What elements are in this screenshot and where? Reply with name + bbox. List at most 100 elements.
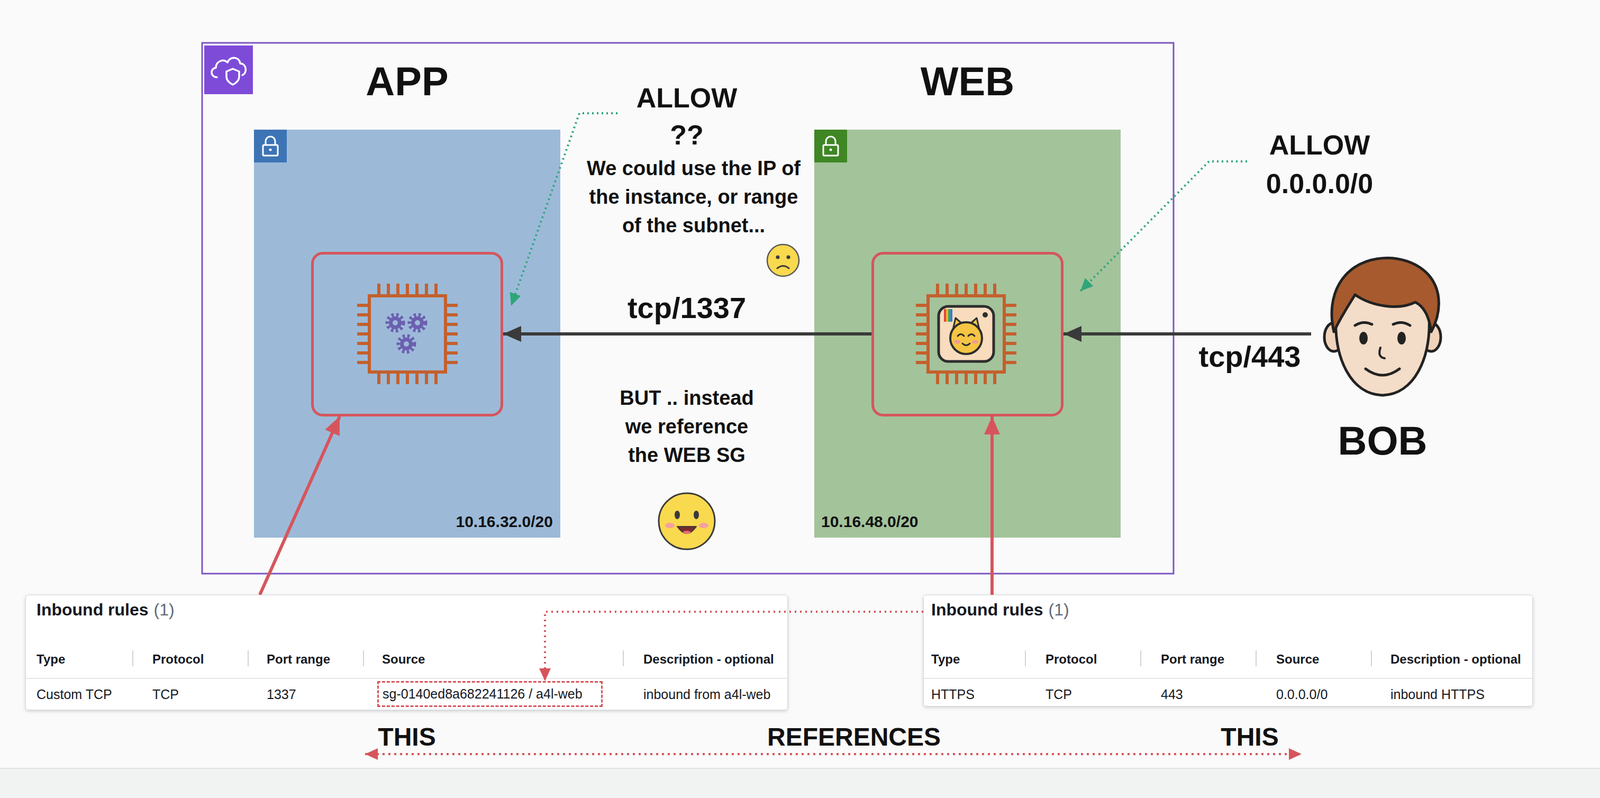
subnet-box: APP10.16.32.0/20: [253, 129, 561, 538]
table-title: Inbound rules: [36, 599, 149, 620]
leader-line: [1080, 161, 1248, 292]
edge-label: tcp/1337: [627, 291, 747, 325]
text-slot: Type: [931, 651, 960, 667]
subnet-heading: WEB: [920, 61, 1015, 102]
text-slot: (1): [1048, 599, 1070, 620]
column-header: Protocol: [1045, 651, 1097, 667]
text-slot: Port range: [1160, 651, 1225, 667]
table-cell: TCP: [1045, 686, 1072, 703]
note-text: THIS: [1220, 722, 1279, 751]
person-node: BOB: [1311, 248, 1454, 471]
text-slot: inbound from a4l-web: [643, 686, 771, 703]
table-cell: inbound from a4l-web: [643, 686, 771, 703]
text-slot: inbound HTTPS: [1390, 686, 1485, 703]
edge-label-slot: tcp/443: [1198, 340, 1302, 374]
text-slot: 0.0.0.0/0: [1276, 686, 1328, 703]
note-slot: ALLOW 0.0.0.0/0: [1253, 125, 1386, 204]
table-cell: HTTPS: [931, 686, 975, 703]
text-slot: TCP: [1045, 686, 1072, 703]
note-slot: BUT .. instead we reference the WEB SG: [615, 383, 759, 470]
text-slot: Protocol: [152, 651, 204, 667]
table-cell: 443: [1160, 686, 1184, 703]
subnet-cidr: 10.16.32.0/20: [455, 512, 553, 532]
subnet-lock-icon: [814, 129, 848, 163]
instance-chip-icon: [362, 289, 452, 379]
subnet-heading: APP: [365, 61, 449, 102]
edge-label-slot: tcp/1337: [627, 291, 747, 325]
text-slot: 10.16.32.0/20: [455, 512, 553, 532]
text-slot: Source: [382, 651, 425, 667]
text-slot: BOB: [1311, 420, 1454, 461]
note-slot: THIS: [1220, 722, 1279, 751]
column-header: Source: [1276, 651, 1320, 667]
traffic-arrow: [503, 332, 872, 336]
reference-arrow: [544, 611, 924, 681]
instance-chip-icon: [921, 289, 1011, 379]
table-cell: inbound HTTPS: [1390, 686, 1485, 703]
column-separators: [132, 650, 1372, 667]
table-cell: 1337: [266, 686, 297, 703]
text-slot: Description - optional: [643, 651, 775, 667]
column-header: Type: [36, 651, 66, 667]
instance-box: [311, 251, 504, 417]
text-slot: 10.16.48.0/20: [821, 512, 919, 532]
column-header: Type: [931, 651, 960, 667]
text-slot: APP: [253, 61, 561, 102]
text-slot: Inbound rules: [931, 599, 1044, 620]
column-header: Port range: [1160, 651, 1225, 667]
column-header: Port range: [266, 651, 331, 667]
table-cell: Custom TCP: [36, 686, 113, 703]
text-slot: Protocol: [1045, 651, 1097, 667]
rules-table: Inbound rules(1) Type Protocol Port range So…: [25, 594, 788, 711]
note-slot: We could use the IP of the instance, or …: [582, 153, 805, 240]
table-cell: 0.0.0.0/0: [1276, 686, 1328, 703]
note-slot: ALLOW ??: [628, 79, 745, 154]
bottom-bar: [0, 768, 1600, 798]
note-text: ALLOW 0.0.0.0/0: [1253, 125, 1386, 204]
note-text: We could use the IP of the instance, or …: [582, 153, 805, 240]
text-slot: 1337: [266, 686, 297, 703]
note-text: ALLOW ??: [628, 79, 745, 154]
table-title: Inbound rules: [931, 599, 1044, 620]
rules-table: Inbound rules(1) Type Protocol Port range So…: [923, 594, 1533, 707]
pointer-arrow: [259, 416, 340, 595]
column-header: Description - optional: [1390, 651, 1522, 667]
person-name: BOB: [1338, 420, 1428, 461]
subnet-lock-icon: [253, 129, 287, 163]
column-header: Protocol: [152, 651, 204, 667]
note-text: REFERENCES: [767, 722, 941, 751]
text-slot: (1): [153, 599, 175, 620]
text-slot: Inbound rules: [36, 599, 149, 620]
note-text: BUT .. instead we reference the WEB SG: [615, 383, 759, 470]
source-cell: sg-0140ed8a682241126 / a4l-web: [377, 680, 603, 707]
text-slot: HTTPS: [931, 686, 975, 703]
table-count: (1): [1048, 599, 1070, 620]
table-count: (1): [153, 599, 175, 620]
happy-face-emoji: [658, 493, 715, 550]
subnet-cidr: 10.16.48.0/20: [821, 512, 919, 532]
column-header: Description - optional: [643, 651, 775, 667]
text-slot: Description - optional: [1390, 651, 1522, 667]
table-cell: TCP: [152, 686, 179, 703]
text-slot: 443: [1160, 686, 1184, 703]
note-text: THIS: [377, 722, 436, 751]
bottom-bar-line: [0, 767, 1600, 769]
person-illustration: [1324, 257, 1441, 396]
note-slot: THIS: [377, 722, 436, 751]
pointer-arrow: [990, 416, 994, 595]
text-slot: Port range: [266, 651, 331, 667]
note-slot: REFERENCES: [767, 722, 941, 751]
column-header: Source: [382, 651, 425, 667]
traffic-arrow: [1063, 332, 1312, 336]
text-slot: Source: [1276, 651, 1320, 667]
table-rules: [25, 677, 1533, 679]
text-slot: TCP: [152, 686, 179, 703]
references-arrow: [365, 752, 1302, 756]
source-value: sg-0140ed8a682241126 / a4l-web: [382, 685, 583, 702]
text-slot: Type: [36, 651, 66, 667]
text-slot: sg-0140ed8a682241126 / a4l-web: [382, 685, 583, 702]
